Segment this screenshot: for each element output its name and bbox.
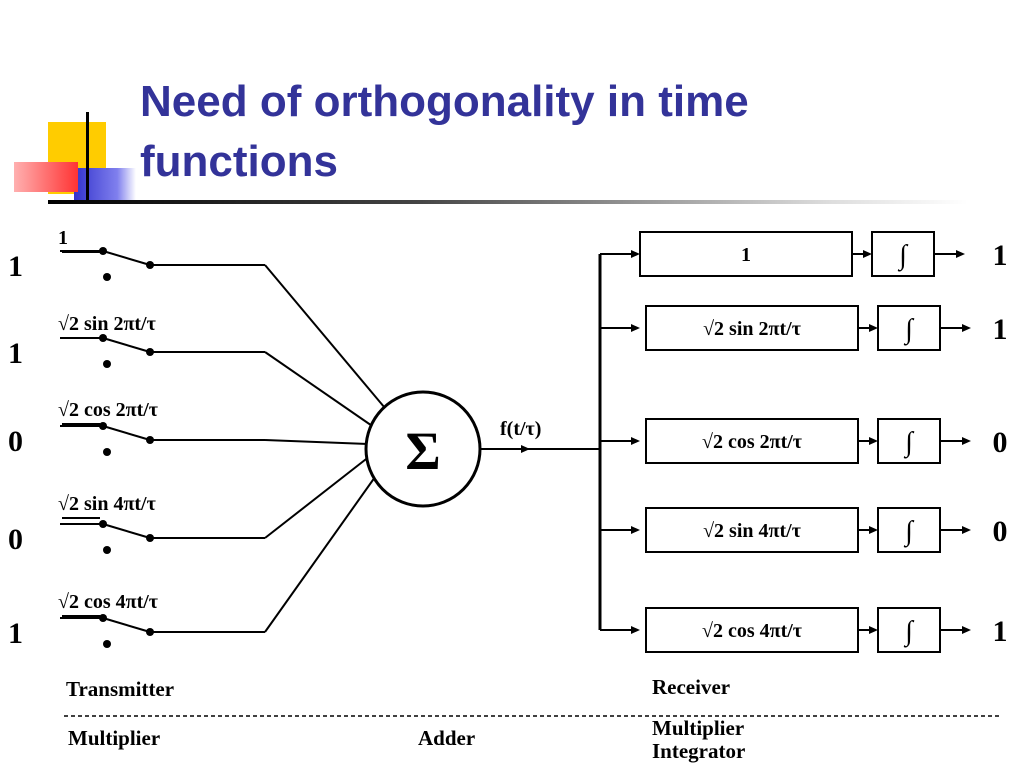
to-integrator-arrow-0: [863, 250, 872, 258]
receiver-function-3: √2 sin 4πt/τ: [703, 520, 801, 542]
wire-to-adder-2: [264, 439, 369, 445]
switch-ground-3: [103, 546, 111, 554]
to-integrator-arrow-3: [869, 526, 878, 534]
receiver-output-1: 1: [993, 313, 1008, 346]
receiver-function-1: √2 sin 2πt/τ: [703, 318, 801, 340]
decor-red-bar: [14, 162, 78, 192]
integrator-symbol-4: ∫: [903, 616, 915, 648]
bus-branch-arrow-2: [631, 437, 640, 445]
transmitter-bit-4: 1: [8, 617, 23, 650]
output-arrow-2: [962, 437, 971, 445]
transmitter-function-1: √2 sin 2πt/τ: [58, 313, 156, 335]
receiver-output-3: 0: [993, 515, 1008, 548]
adder-output-arrow: [521, 445, 530, 453]
receiver-function-2: √2 cos 2πt/τ: [702, 431, 802, 453]
multiplier-box-1: [645, 305, 859, 351]
switch-blade-1: [102, 337, 151, 353]
transmitter-bit-3: 0: [8, 523, 23, 556]
switch-ground-4: [103, 640, 111, 648]
decor-blue-square: [74, 168, 136, 202]
receiver-output-0: 1: [993, 239, 1008, 272]
multiplier-box-3: [645, 507, 859, 553]
transmitter-bit-0: 1: [8, 250, 23, 283]
bus-branch-arrow-3: [631, 526, 640, 534]
switch-blade-3: [102, 523, 151, 539]
transmitter-bit-2: 0: [8, 425, 23, 458]
adder-label: Adder: [418, 726, 475, 750]
integrator-box-1: [877, 305, 941, 351]
transmitter-function-0: 1: [58, 227, 68, 249]
to-integrator-arrow-4: [869, 626, 878, 634]
adder-output-label: f(t/τ): [500, 418, 541, 440]
transmitter-function-4: √2 cos 4πt/τ: [58, 591, 158, 613]
transmitter-function-2: √2 cos 2πt/τ: [58, 399, 158, 421]
switch-ground-1: [103, 360, 111, 368]
integrator-symbol-2: ∫: [903, 427, 915, 459]
wire-to-adder-3: [264, 455, 371, 539]
transmitter-function-3: √2 sin 4πt/τ: [58, 493, 156, 515]
transmitter-label: Transmitter: [66, 677, 174, 701]
integrator-symbol-1: ∫: [903, 314, 915, 346]
switch-blade-2: [102, 425, 151, 441]
multiplier-box-0: [639, 231, 853, 277]
receiver-function-0: 1: [741, 244, 751, 266]
wire-to-adder-1: [264, 351, 379, 431]
integrator-box-2: [877, 418, 941, 464]
output-arrow-3: [962, 526, 971, 534]
integrator-box-3: [877, 507, 941, 553]
integrator-symbol-3: ∫: [903, 516, 915, 548]
receiver-label: Receiver: [652, 675, 730, 699]
bus-branch-arrow-0: [631, 250, 640, 258]
receiver-output-2: 0: [993, 426, 1008, 459]
switch-ground-2: [103, 448, 111, 456]
bus-branch-arrow-4: [631, 626, 640, 634]
switch-blade-4: [102, 617, 151, 633]
slide-title-line-1: Need of orthogonality in time: [140, 77, 749, 126]
slide-title: Need of orthogonality in time functions: [140, 72, 1000, 192]
output-arrow-4: [962, 626, 971, 634]
bus-branch-arrow-1: [631, 324, 640, 332]
adder-sigma: Σ: [405, 421, 440, 481]
multiplier-box-4: [645, 607, 859, 653]
wire-to-adder-4: [264, 469, 381, 633]
transmitter-bit-1: 1: [8, 337, 23, 370]
wire-to-adder-0: [264, 264, 396, 421]
integrator-label: Integrator: [652, 739, 745, 763]
title-underline: [48, 200, 968, 204]
integrator-box-0: [871, 231, 935, 277]
decor-vertical-line: [86, 112, 89, 202]
multiplier-label: Multiplier: [68, 726, 160, 750]
output-arrow-1: [962, 324, 971, 332]
receiver-multiplier-label: Multiplier: [652, 716, 744, 740]
slide-title-line-2: functions: [140, 137, 338, 186]
receiver-output-4: 1: [993, 615, 1008, 648]
receiver-function-4: √2 cos 4πt/τ: [702, 620, 802, 642]
integrator-symbol-0: ∫: [897, 240, 909, 272]
output-arrow-0: [956, 250, 965, 258]
to-integrator-arrow-1: [869, 324, 878, 332]
switch-ground-0: [103, 273, 111, 281]
to-integrator-arrow-2: [869, 437, 878, 445]
switch-blade-0: [102, 250, 151, 266]
